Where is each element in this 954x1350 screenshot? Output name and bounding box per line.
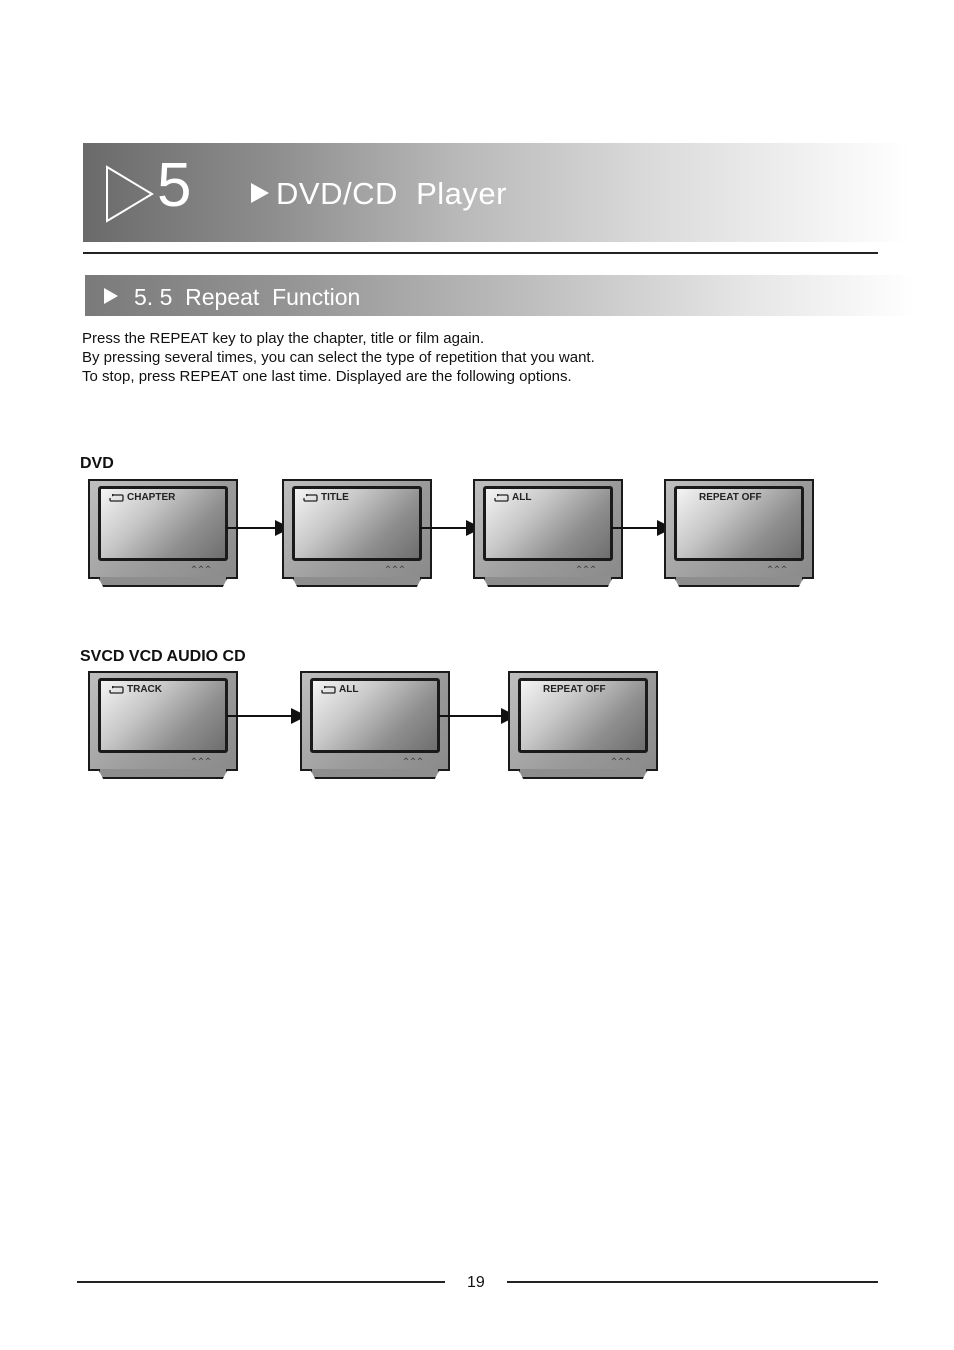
tv-screen-repeat-off: REPEAT OFF <box>664 479 814 589</box>
osd-label: REPEAT OFF <box>699 492 762 503</box>
osd-label: TITLE <box>303 492 349 503</box>
osd-label: ALL <box>321 684 358 695</box>
tv-screen-chapter: CHAPTER <box>88 479 238 589</box>
osd-text: TITLE <box>321 492 349 503</box>
header-rule <box>83 252 878 254</box>
osd-label: CHAPTER <box>109 492 175 503</box>
intro-line-1: Press the REPEAT key to play the chapter… <box>82 330 485 347</box>
tv-screen-all: ALL <box>473 479 623 589</box>
intro-line-3: To stop, press REPEAT one last time. Dis… <box>82 368 572 385</box>
osd-text: REPEAT OFF <box>543 684 606 695</box>
osd-text: ALL <box>512 492 532 503</box>
arrow-right-icon <box>227 708 307 724</box>
cd-label: SVCD VCD AUDIO CD <box>80 648 246 665</box>
tv-buttons-icon <box>611 757 631 761</box>
play-triangle-icon <box>104 288 118 304</box>
tv-buttons-icon <box>576 565 596 569</box>
dvd-label: DVD <box>80 455 114 472</box>
chapter-number: 5 <box>157 151 192 220</box>
osd-text: ALL <box>339 684 359 695</box>
play-triangle-icon <box>251 183 269 203</box>
osd-label: REPEAT OFF <box>543 684 606 695</box>
osd-label: ALL <box>494 492 531 503</box>
play-outline-icon <box>106 165 154 223</box>
osd-text: CHAPTER <box>127 492 176 503</box>
osd-label: TRACK <box>109 684 162 695</box>
section-banner: 5. 5 Repeat Function <box>85 275 915 316</box>
repeat-icon <box>303 493 318 502</box>
repeat-icon <box>109 493 124 502</box>
osd-text: TRACK <box>127 684 162 695</box>
repeat-icon <box>494 493 509 502</box>
page-number: 19 <box>467 1274 485 1291</box>
tv-buttons-icon <box>767 565 787 569</box>
chapter-banner: 5 DVD/CD Player <box>83 143 910 242</box>
tv-buttons-icon <box>385 565 405 569</box>
chapter-title: DVD/CD Player <box>276 176 507 211</box>
tv-buttons-icon <box>191 565 211 569</box>
tv-screen-title: TITLE <box>282 479 432 589</box>
tv-buttons-icon <box>403 757 423 761</box>
footer-rule-right <box>507 1281 878 1283</box>
arrow-right-icon <box>439 708 517 724</box>
intro-line-2: By pressing several times, you can selec… <box>82 349 595 366</box>
tv-screen-repeat-off: REPEAT OFF <box>508 671 658 781</box>
section-title: 5. 5 Repeat Function <box>134 284 361 310</box>
footer-rule-left <box>77 1281 445 1283</box>
repeat-icon <box>109 685 124 694</box>
osd-text: REPEAT OFF <box>699 492 762 503</box>
tv-screen-track: TRACK <box>88 671 238 781</box>
tv-buttons-icon <box>191 757 211 761</box>
tv-screen-all: ALL <box>300 671 450 781</box>
repeat-icon <box>321 685 336 694</box>
